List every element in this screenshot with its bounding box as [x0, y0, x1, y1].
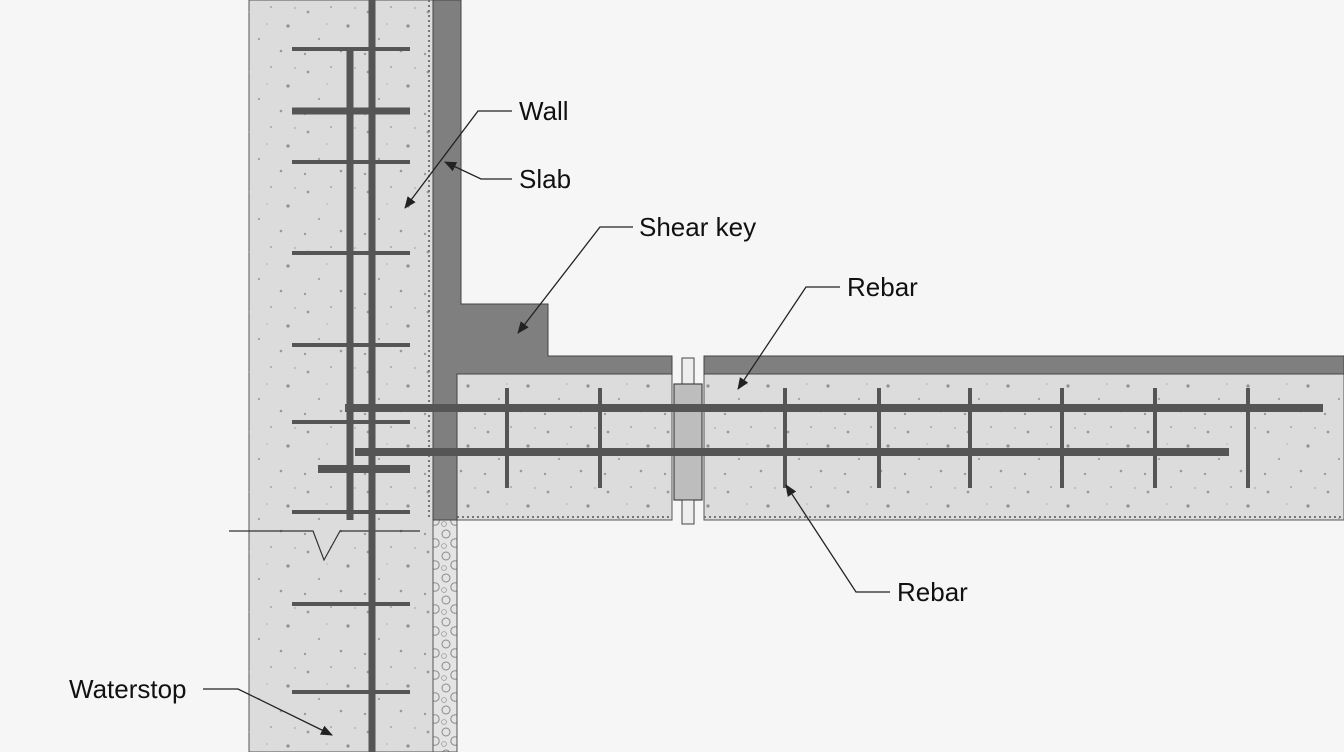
rebar-upper-leader — [737, 286, 840, 390]
rebar-lower-leader — [785, 484, 890, 593]
waterstop-leader — [203, 688, 333, 736]
wall-leader — [404, 110, 512, 209]
slab-rebar — [345, 388, 1323, 488]
wall-section — [248, 0, 434, 752]
rebar-upper-label: Rebar — [847, 272, 918, 302]
shear-key-leader — [517, 226, 633, 334]
shear-key-label: Shear key — [639, 212, 757, 242]
gravel-strip — [432, 519, 458, 752]
notch-mark — [229, 530, 420, 562]
waterstop-label: Waterstop — [69, 674, 187, 704]
wall-rebar — [292, 0, 410, 752]
slab-leader — [444, 161, 512, 180]
shear-key-profile — [432, 0, 1344, 521]
leader-lines — [203, 110, 890, 736]
slab-section — [456, 373, 1344, 521]
joint-waterstop — [673, 357, 703, 525]
rebar-lower-label: Rebar — [897, 577, 968, 607]
slab-label: Slab — [519, 164, 572, 194]
wall-label: Wall — [519, 96, 569, 126]
